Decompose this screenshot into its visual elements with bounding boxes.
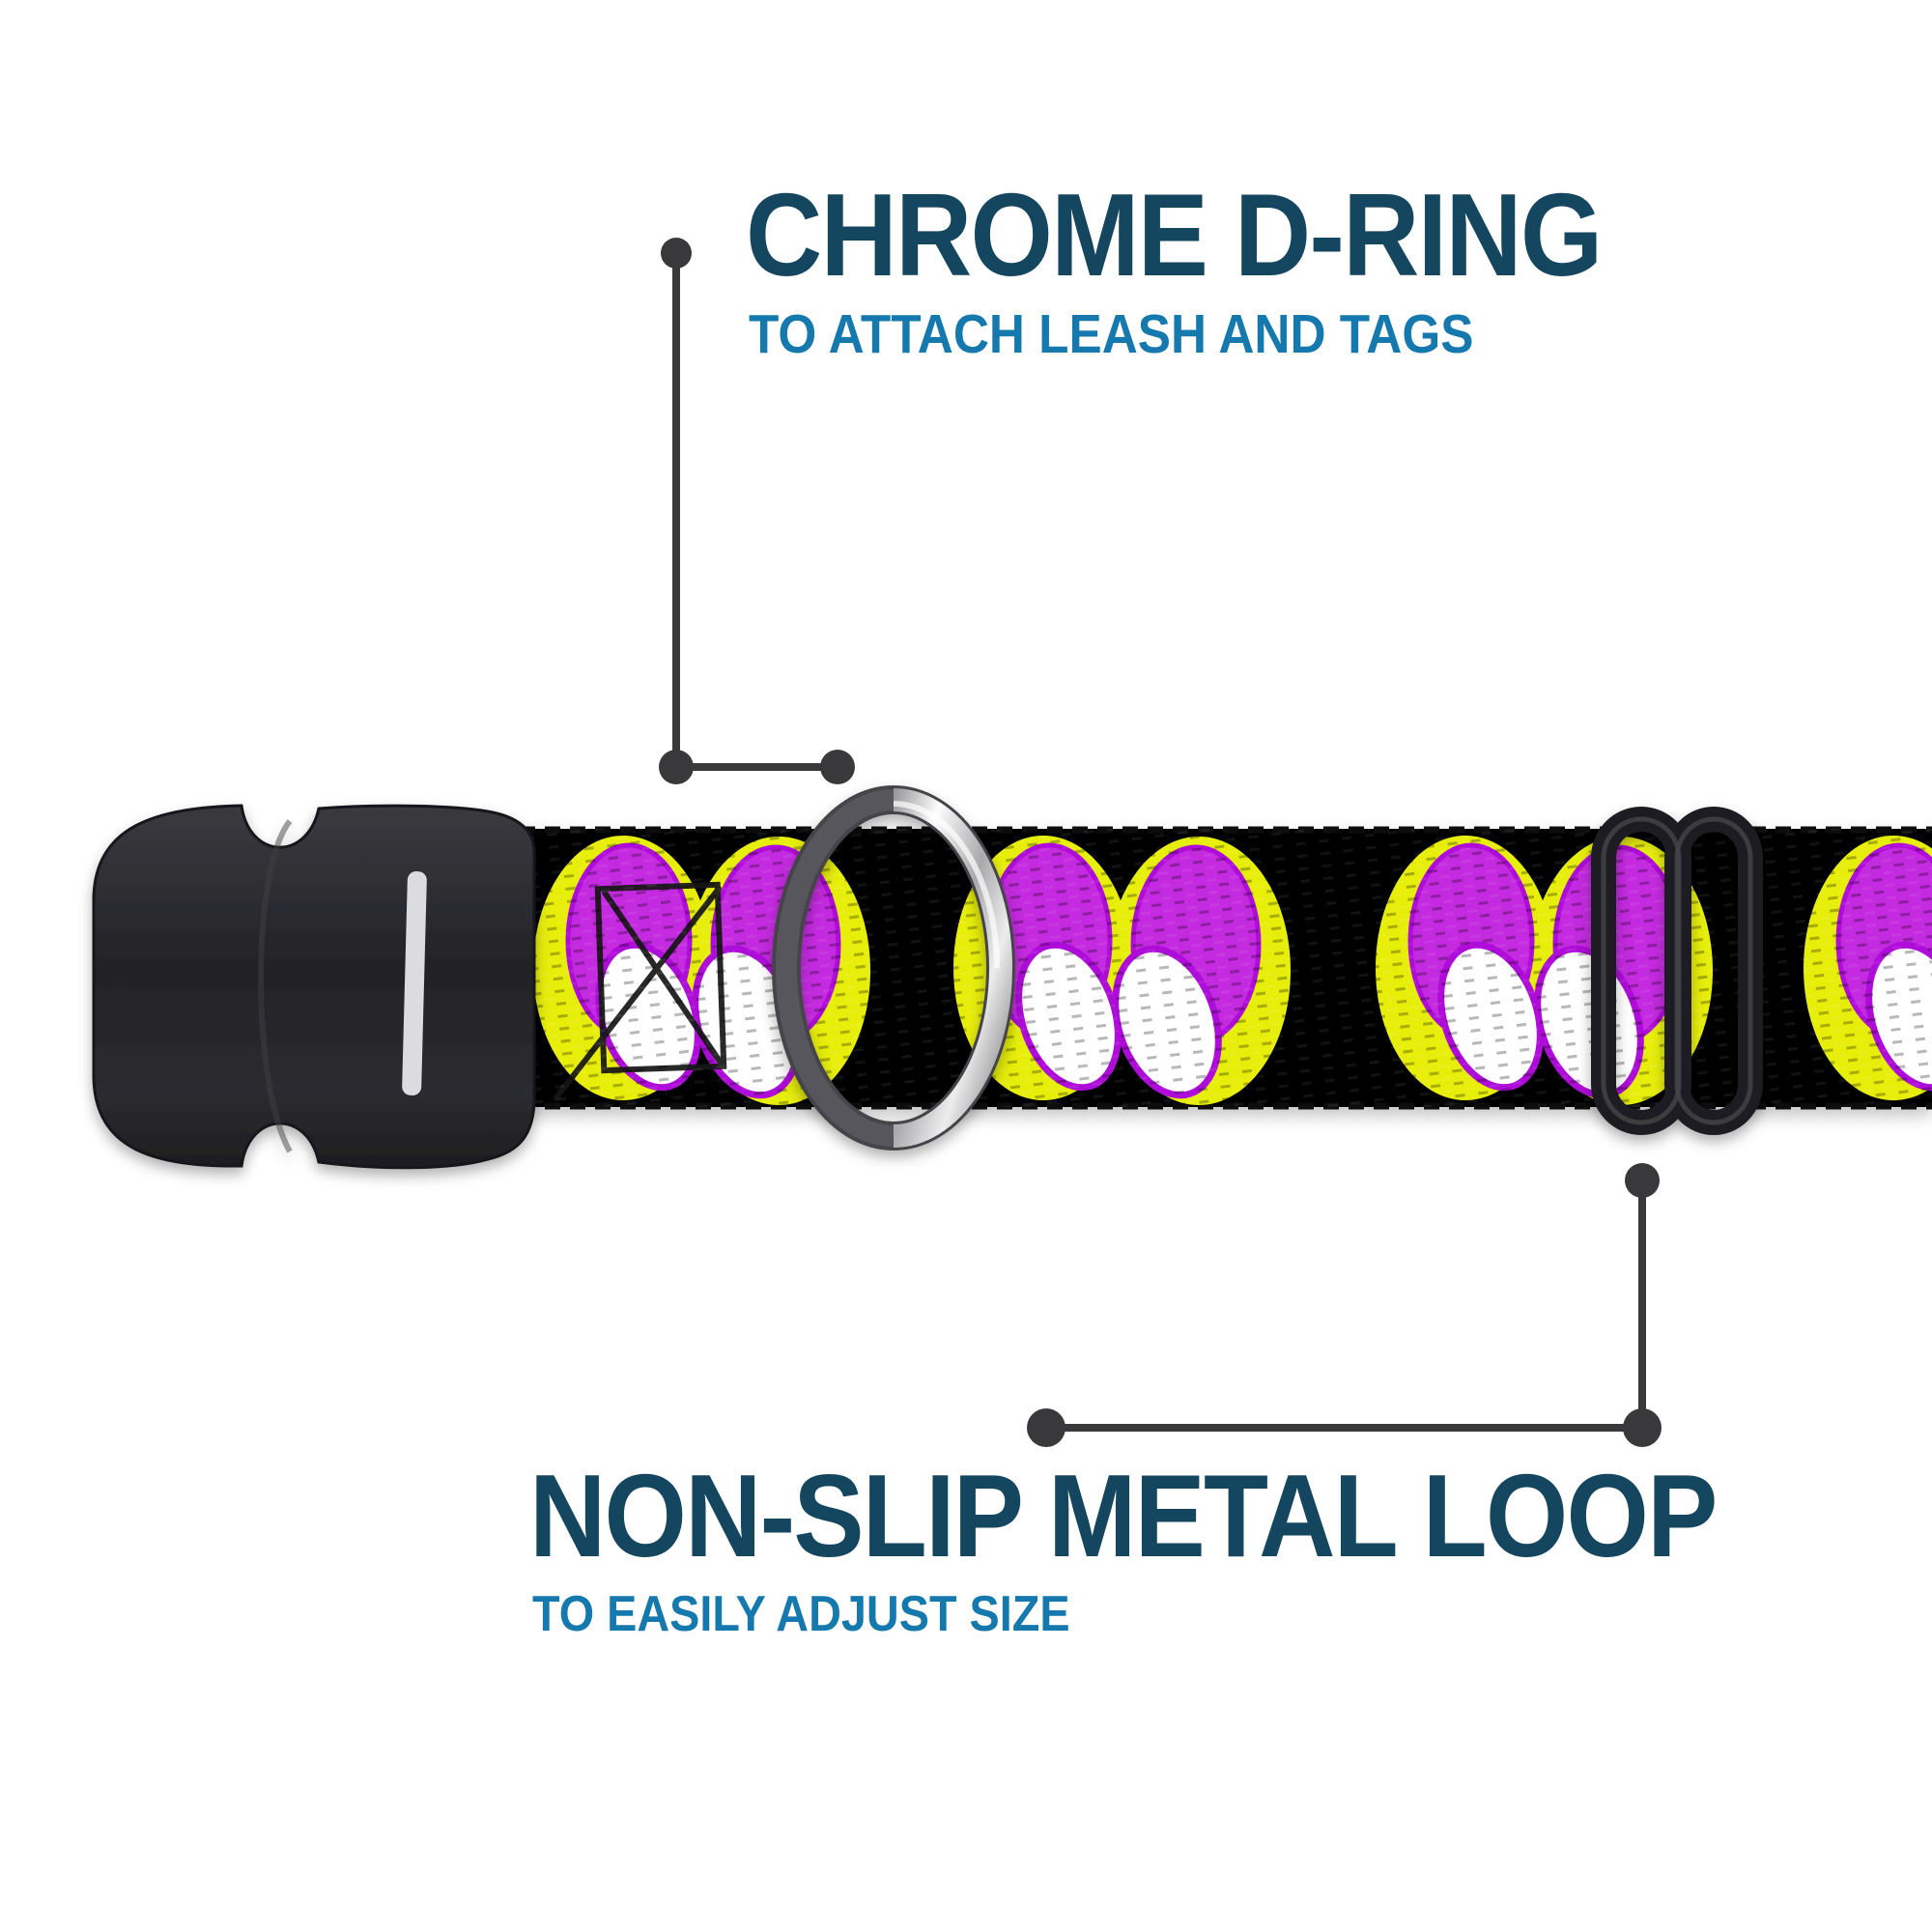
callout-dot (1027, 1408, 1065, 1447)
dring-callout-subtitle: TO ATTACH LEASH AND TAGS (749, 303, 1474, 365)
loop-callout-subtitle: TO EASILY ADJUST SIZE (532, 1586, 1070, 1642)
side-release-buckle (92, 804, 536, 1170)
metal-slide-loop (1591, 807, 1763, 1135)
callout-dot (1623, 1408, 1662, 1447)
chrome-d-ring (772, 785, 1015, 1151)
callout-dot (820, 750, 855, 784)
callout-dot (1625, 1163, 1660, 1198)
loop-callout-title: NON-SLIP METAL LOOP (529, 1450, 1718, 1581)
buckle-slot (402, 871, 427, 1095)
webbing-texture (319, 829, 1932, 1107)
callout-dot (661, 238, 692, 269)
callout-dring-connector (659, 238, 855, 784)
dring-callout-title: CHROME D-RING (746, 169, 1603, 300)
callout-dot (659, 750, 694, 784)
callout-loop-connector (1027, 1163, 1662, 1447)
cartoon-eyes-pattern (319, 829, 1932, 1107)
